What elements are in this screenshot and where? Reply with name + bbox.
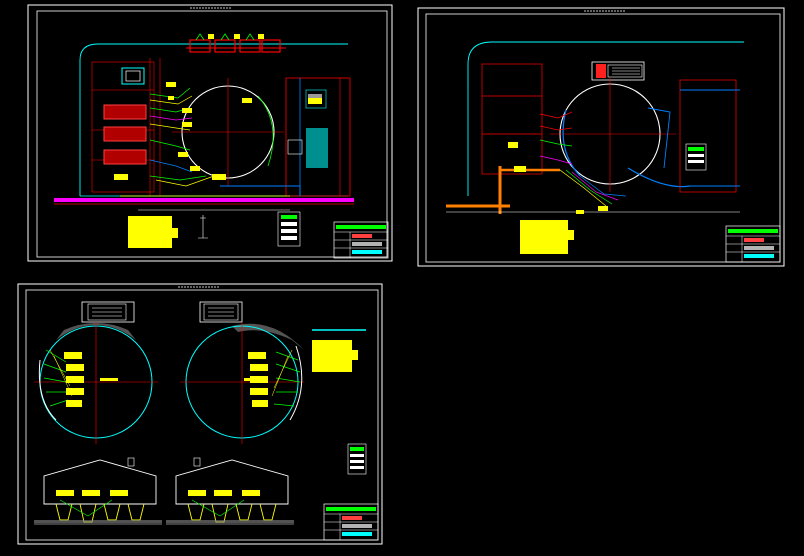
sheet-3-inner-border [25,289,379,541]
process-equipment-blocks [103,67,147,165]
sheet-1-title-block[interactable] [333,221,389,259]
control-building [591,61,645,81]
process-building [481,63,543,175]
annotation-blocks [114,82,322,248]
sheet-2-inner-border [425,13,781,263]
right-piperack [679,79,740,193]
sheet-1-inner-border [36,10,388,258]
sheet-3-drawing[interactable] [17,283,383,545]
tank-plan-left [34,301,158,444]
storage-tank-plan [172,78,284,186]
sheet-2-outer-border [417,7,785,267]
pipe-fan [149,87,215,187]
tank-plan-right [180,301,304,444]
tank-elevation-right [166,457,294,525]
storage-tank-plan [550,78,691,192]
sheet-1-outer-border [27,4,393,262]
sheet-3-title-block[interactable] [323,503,379,541]
annotation-blocks [508,142,608,254]
site-boundary-line [467,41,744,90]
top-equipment-row [186,33,286,53]
sheet-2-drawing[interactable] [417,7,785,267]
main-pipeline [54,185,354,211]
sheet-2-title-block[interactable] [725,225,781,263]
sheet-3-outer-border [17,283,383,545]
legend-table [347,443,367,475]
annotation-blocks [64,340,358,407]
sheet-1-drawing[interactable] [27,4,393,262]
pipe-fan [539,111,627,207]
main-pipeline [446,166,740,214]
legend-table [198,211,301,247]
site-boundary-line [79,43,348,78]
tank-elevation-left [34,457,162,525]
